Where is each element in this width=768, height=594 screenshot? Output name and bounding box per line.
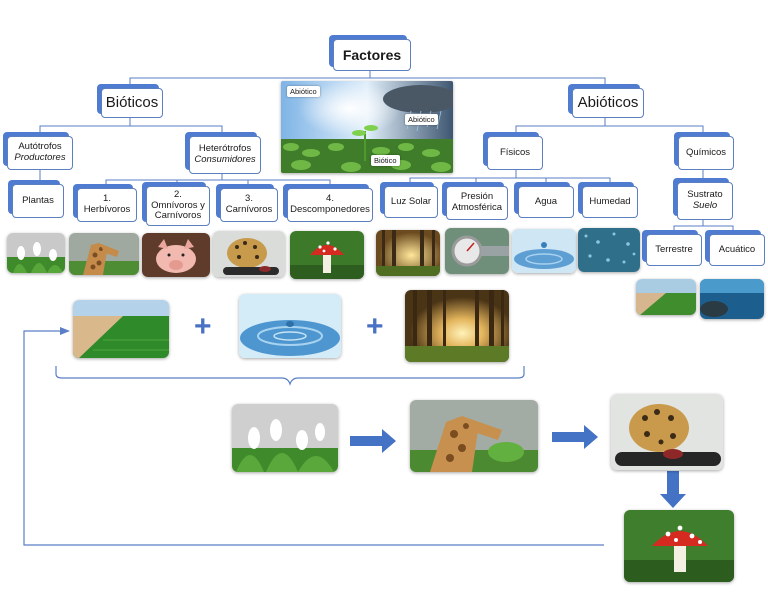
node-humedad: Humedad xyxy=(582,186,638,218)
node-autotrofos: Autótrofos Productores xyxy=(7,136,73,170)
node-terrestre: Terrestre xyxy=(646,234,702,266)
photo-luz-solar xyxy=(376,230,440,276)
node-plantas: Plantas xyxy=(12,184,64,218)
photo-suelo xyxy=(73,300,169,358)
chain-planta xyxy=(232,404,338,472)
node-acuatico: Acuático xyxy=(709,234,765,266)
node-bioticos: Bióticos xyxy=(101,88,163,118)
tag-biotico: Biótico xyxy=(371,155,400,166)
photo-plantas xyxy=(7,233,65,273)
node-carnivoros: 3. Carnívoros xyxy=(220,188,278,222)
node-factores: Factores xyxy=(333,39,411,71)
tag-abiotico-rain: Abiótico xyxy=(405,114,438,125)
node-descomponedores: 4. Descomponedores xyxy=(287,188,373,222)
node-herbivoros: 1. Herbívoros xyxy=(77,188,137,222)
photo-descomponedores xyxy=(290,231,364,279)
photo-luz-grande xyxy=(405,290,509,362)
photo-agua xyxy=(512,229,576,273)
photo-presion-atmosferica xyxy=(445,228,509,274)
node-presion-atmosferica: Presión Atmosférica xyxy=(446,186,508,220)
plus-sign-2: + xyxy=(366,310,384,343)
tag-abiotico-sun: Abiótico xyxy=(287,86,320,97)
node-abioticos: Abióticos xyxy=(572,88,644,118)
node-fisicos: Físicos xyxy=(487,136,543,170)
chain-jirafa xyxy=(410,400,538,472)
node-luz-solar: Luz Solar xyxy=(384,186,438,218)
node-quimicos: Químicos xyxy=(678,136,734,170)
node-heterotrofos: Heterótrofos Consumidores xyxy=(189,136,261,174)
photo-herbivoros xyxy=(69,233,139,275)
chain-hongo xyxy=(624,510,734,582)
photo-humedad xyxy=(578,228,640,272)
node-agua: Agua xyxy=(518,186,574,218)
node-sustrato: Sustrato Suelo xyxy=(677,182,733,220)
photo-terrestre xyxy=(636,279,696,315)
node-omnivoros: 2. Omnívoros y Carnívoros xyxy=(146,186,210,226)
photo-omnivoros xyxy=(142,233,210,277)
chain-leopardo xyxy=(611,394,723,470)
photo-acuatico xyxy=(700,279,764,319)
photo-agua-grande xyxy=(239,294,341,358)
photo-carnivoros xyxy=(213,231,285,277)
plus-sign-1: + xyxy=(194,310,212,343)
